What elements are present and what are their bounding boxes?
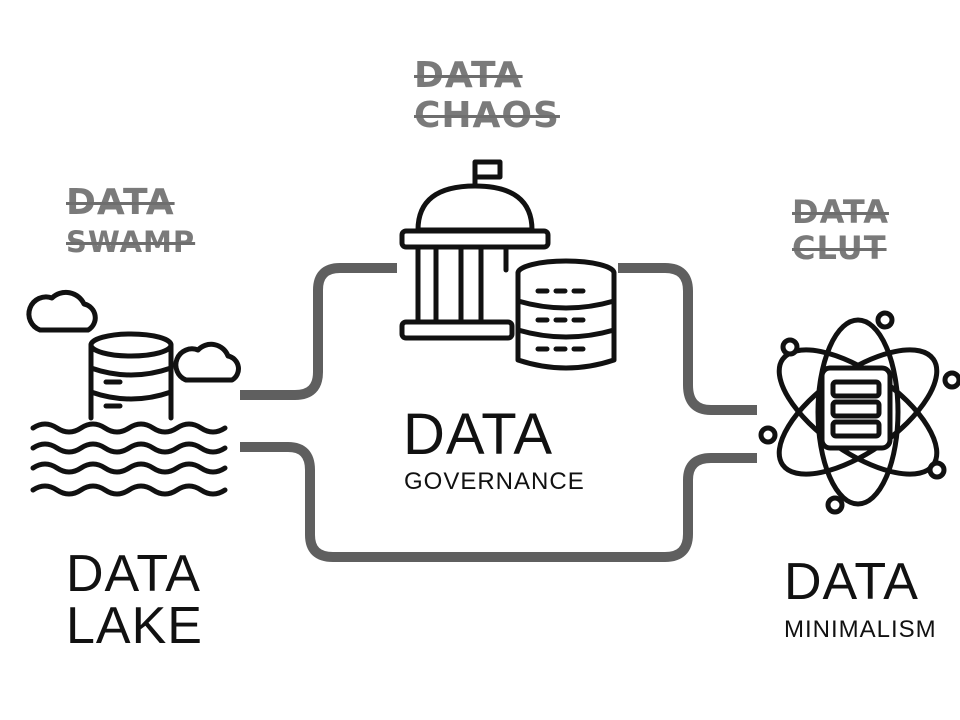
governance-title: DATA — [403, 402, 554, 467]
cloud-right-icon — [173, 341, 241, 383]
swamp-line2: SWAMP — [66, 225, 196, 259]
building-columns — [415, 244, 509, 325]
lake-line2: LAKE — [66, 597, 203, 655]
cloud-left-icon — [26, 289, 98, 333]
clut-line1: DATA — [792, 193, 889, 231]
governance-subtitle: GOVERNANCE — [404, 468, 585, 495]
clut-line2: CLUT — [792, 229, 887, 267]
chaos-line1: DATA — [414, 55, 523, 96]
government-building-database-icon — [399, 159, 617, 371]
dome-icon — [415, 183, 535, 233]
connector-governance-to-minimalism — [618, 263, 757, 415]
flag-icon — [472, 159, 503, 188]
minimalism-title: DATA — [784, 553, 919, 611]
waves-icon — [30, 421, 228, 497]
lake-line1: DATA — [66, 545, 201, 603]
chaos-line2: CHAOS — [414, 95, 560, 136]
server-block-icon — [819, 365, 893, 451]
atom-database-icon — [758, 310, 960, 515]
clouds-database-waves-icon — [26, 289, 241, 497]
database-cylinder-icon — [88, 331, 174, 421]
connector-lake-to-minimalism — [240, 442, 757, 562]
connector-lines — [240, 263, 757, 562]
database-stack-icon — [515, 258, 617, 371]
connector-lake-to-governance — [240, 263, 397, 400]
minimalism-subtitle: MINIMALISM — [784, 616, 937, 643]
swamp-line1: DATA — [66, 182, 175, 223]
